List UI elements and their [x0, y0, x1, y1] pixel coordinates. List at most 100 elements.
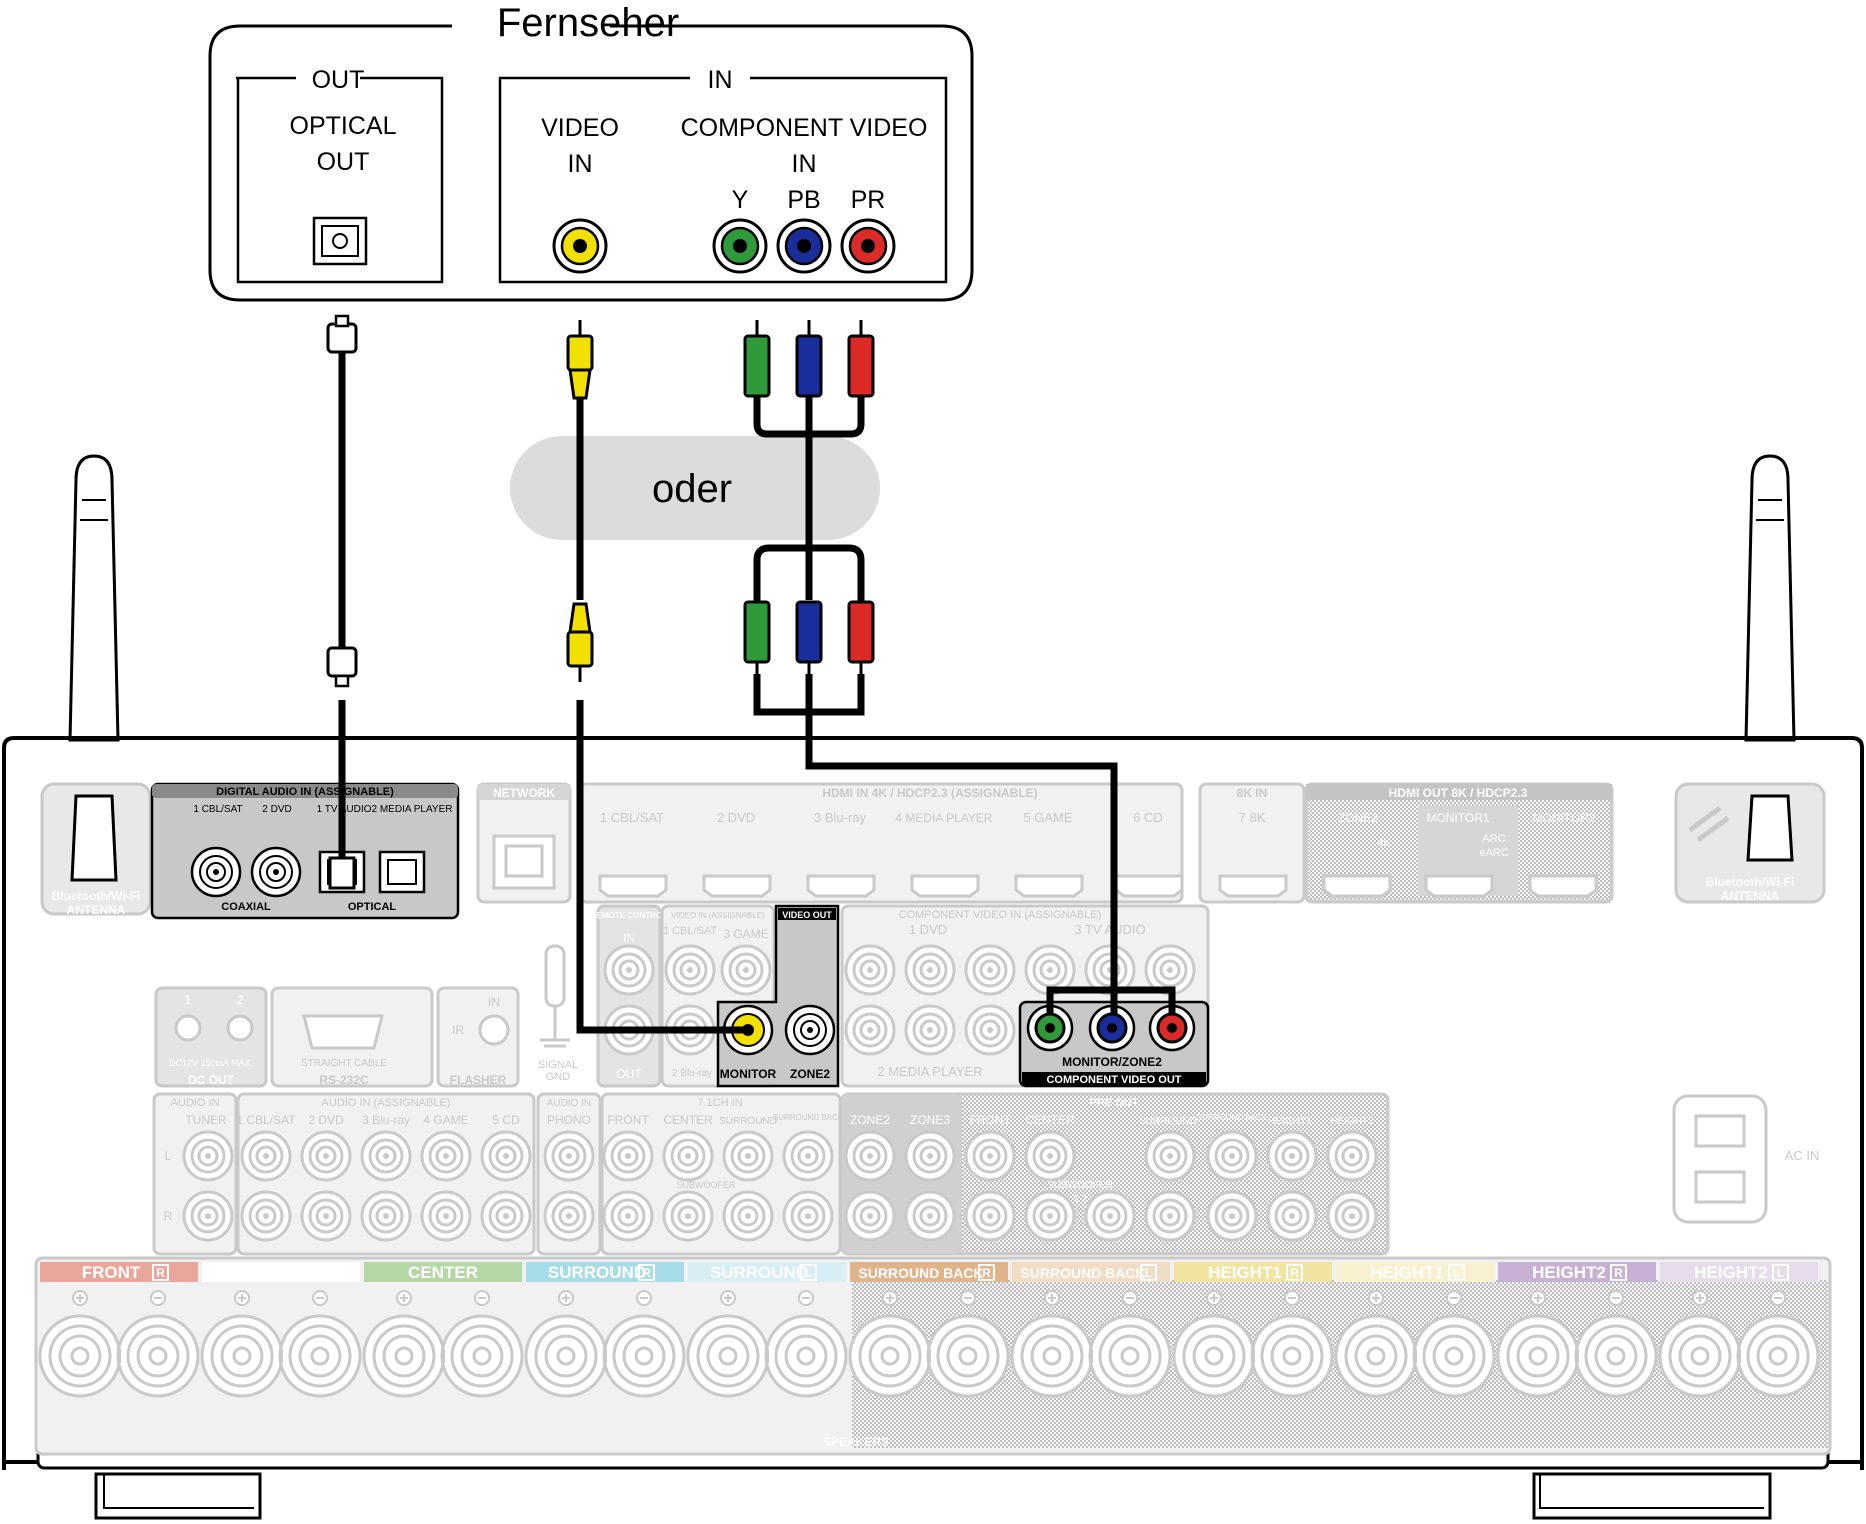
or-label: oder: [652, 467, 732, 511]
hdmi-in-port-3[interactable]: [806, 874, 876, 898]
hdmi-out-panel: HDMI OUT 8K / HDCP2.3 ZONE2 MONITOR1 MON…: [1304, 782, 1614, 904]
rc-out-label: OUT: [616, 1067, 642, 1081]
hdmi-in-port-2[interactable]: [702, 874, 772, 898]
hdmi-out-4k: 4K: [1377, 837, 1391, 849]
rs232c-panel: STRAIGHT CABLE RS-232C: [270, 986, 434, 1088]
hdmi-in-port-5[interactable]: [1014, 874, 1084, 898]
speaker-group-label: SURROUND: [548, 1263, 646, 1282]
dc-out-1: 1: [185, 993, 192, 1007]
pre-out-center: CENTER: [1025, 1113, 1075, 1127]
optical-jack-2[interactable]: [378, 850, 426, 894]
signal-gnd-label: SIGNAL: [538, 1059, 578, 1071]
hdmi-in-6: 6 CD: [1133, 810, 1163, 825]
pre-out-zone3: ZONE3: [910, 1113, 950, 1127]
left-antenna-icon: [68, 454, 120, 742]
speaker-side-label: R: [642, 1266, 651, 1280]
hdmi-in-port-4[interactable]: [910, 874, 980, 898]
tv-out-label: OUT: [312, 66, 365, 94]
remote-control-panel: REMOTE CONTROL IN OUT: [591, 904, 667, 1088]
bt-antenna-right-label-2: ANTENNA: [1721, 889, 1780, 903]
tv-pr-label: PR: [851, 186, 886, 214]
rs232c-label: RS-232C: [319, 1073, 369, 1087]
speaker-group-label: SURROUND: [710, 1263, 808, 1282]
ac-in-socket: AC IN: [1672, 1094, 1820, 1224]
tuner-label: TUNER: [185, 1113, 227, 1127]
optical-label: OPTICAL: [348, 901, 397, 913]
right-antenna-icon: [1744, 454, 1796, 742]
hdmi-out-port-monitor2[interactable]: [1528, 874, 1598, 898]
speaker-group-label: SURROUND BACK: [858, 1265, 983, 1281]
component-out-title: COMPONENT VIDEO OUT: [1046, 1074, 1181, 1086]
speaker-group-label: FRONT: [244, 1263, 303, 1282]
hdmi-in-port-7[interactable]: [1218, 874, 1288, 898]
dc-out-label: DC OUT: [188, 1073, 235, 1087]
speaker-terminal-group[interactable]: CENTER: [362, 1262, 524, 1398]
tv-y-jack[interactable]: [712, 218, 768, 274]
speaker-side-label: L: [1777, 1266, 1784, 1280]
optical-cable: [326, 314, 358, 872]
hdmi-out-port-zone2[interactable]: [1322, 874, 1392, 898]
network-panel: NETWORK: [476, 782, 572, 904]
tv-pb-jack[interactable]: [776, 218, 832, 274]
ethernet-port[interactable]: [492, 834, 556, 890]
hdmi-out-earc: eARC: [1479, 847, 1508, 859]
tv-video-in-label-2: IN: [568, 150, 593, 178]
pre-out-subwoofer: SUBWOOFER: [1047, 1180, 1113, 1191]
pre-out-zone2: ZONE2: [850, 1113, 890, 1127]
video-out-monitor-label: MONITOR: [720, 1067, 777, 1081]
hdmi-in-port-6[interactable]: [1114, 874, 1184, 898]
video-in-3: 3 GAME: [723, 927, 768, 941]
speaker-group-label: SURROUND BACK: [1020, 1265, 1145, 1281]
video-out-zone2-jack[interactable]: [784, 1004, 836, 1056]
speaker-side-label: L: [319, 1266, 326, 1280]
speaker-terminal-group[interactable]: HEIGHT1 R: [1172, 1262, 1334, 1398]
ch71-center: CENTER: [663, 1113, 713, 1127]
component-in-title: COMPONENT VIDEO IN (ASSIGNABLE): [899, 909, 1102, 921]
phono-audio-in-title: AUDIO IN: [547, 1098, 591, 1109]
digital-input-1: 1 CBL/SAT: [193, 804, 242, 815]
speaker-side-label: L: [1145, 1266, 1152, 1280]
video-out-title: VIDEO OUT: [782, 910, 832, 920]
speaker-group-label: HEIGHT1: [1208, 1263, 1282, 1282]
tv-pr-jack[interactable]: [840, 218, 896, 274]
dc-out-2: 2: [237, 993, 244, 1007]
straight-cable-label: STRAIGHT CABLE: [301, 1058, 387, 1069]
hdmi-out-monitor2: MONITOR2: [1532, 811, 1595, 825]
video-out-zone2-label: ZONE2: [790, 1067, 830, 1081]
remote-control-label: REMOTE CONTROL: [591, 911, 667, 920]
tv-y-label: Y: [732, 186, 749, 214]
pre-out-front: FRONT: [969, 1113, 1011, 1127]
dc-spec: DC12V 150mA MAX.: [169, 1058, 253, 1068]
speaker-terminal-group[interactable]: FRONT L: [200, 1262, 362, 1398]
tv-optical-port[interactable]: [312, 216, 368, 266]
coaxial-jack-2[interactable]: [250, 846, 302, 898]
pre-out-height2: HEIGHT2: [1330, 1116, 1374, 1127]
hdmi-in-port-1[interactable]: [598, 874, 668, 898]
tv-title: Fernseher: [497, 1, 679, 45]
bt-antenna-left-label: Bluetooth/Wi-Fi: [52, 889, 141, 903]
hdmi-in-2: 2 DVD: [717, 810, 755, 825]
hdmi-out-monitor1: MONITOR1: [1426, 811, 1489, 825]
speaker-side-label: R: [1290, 1266, 1299, 1280]
tv-panel: Fernseher OUT OPTICAL OUT IN VIDEO IN CO…: [208, 1, 974, 302]
tv-video-in-label: VIDEO: [541, 114, 619, 142]
digital-input-4: 2 MEDIA PLAYER: [372, 804, 453, 815]
video-cable: [566, 320, 748, 1034]
ac-in-label: AC IN: [1785, 1148, 1820, 1163]
audio-in-assignable-title: AUDIO IN (ASSIGNABLE): [322, 1097, 451, 1109]
or-bubble: oder: [510, 436, 880, 540]
coaxial-jack-1[interactable]: [190, 846, 242, 898]
tv-video-in-jack[interactable]: [552, 218, 608, 274]
signal-gnd-label-2: GND: [546, 1071, 571, 1083]
dc-out-panel: 1 2 DC12V 150mA MAX. DC OUT: [154, 986, 268, 1088]
hdmi-out-port-monitor1[interactable]: [1424, 874, 1494, 898]
